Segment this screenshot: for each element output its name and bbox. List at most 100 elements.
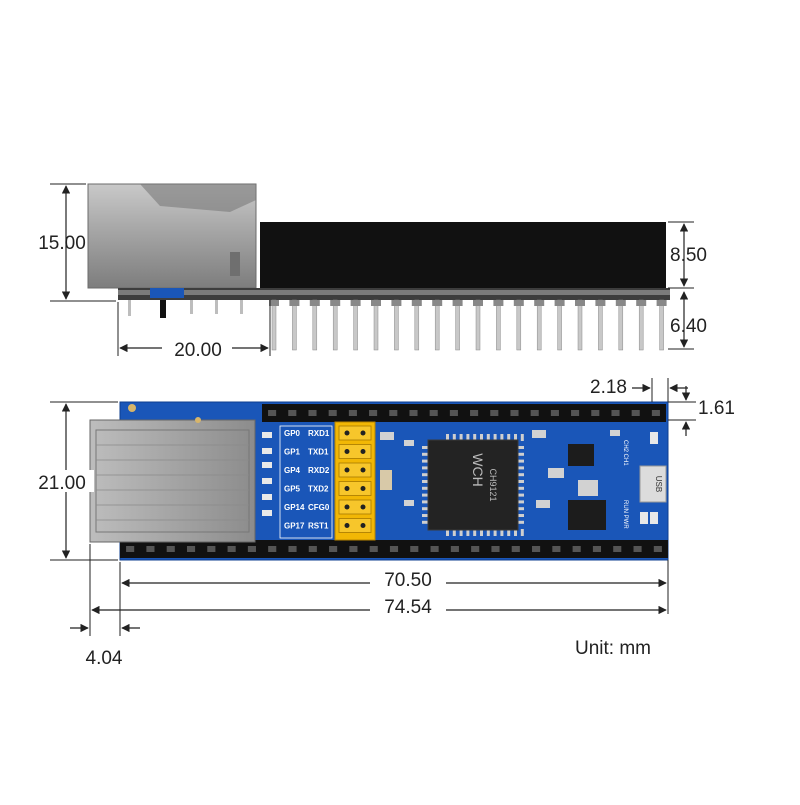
jumper-pin xyxy=(344,523,350,528)
header-pin-hole xyxy=(146,546,155,552)
dim-header-length: 70.50 xyxy=(384,570,432,591)
pin-signal-label: RXD1 xyxy=(308,429,330,438)
side-pin-bend xyxy=(513,300,524,306)
chip-pin xyxy=(517,486,524,490)
side-pin xyxy=(536,299,542,351)
side-pin xyxy=(312,299,318,351)
dim-pin-length: 6.40 xyxy=(670,316,707,337)
chip-pin xyxy=(517,452,524,456)
header-pin-hole xyxy=(552,546,561,552)
header-pin-hole xyxy=(450,546,459,552)
dim-board-width: 21.00 xyxy=(38,473,86,494)
side-pin xyxy=(455,299,460,351)
header-pin-hole xyxy=(227,546,236,552)
side-pin-bend xyxy=(391,300,402,306)
side-pin-header xyxy=(260,222,666,288)
header-pin-hole xyxy=(471,546,480,552)
header-pin-hole xyxy=(328,410,337,416)
chip-pin xyxy=(446,434,449,441)
header-pin-hole xyxy=(572,546,581,552)
dim-header-height: 8.50 xyxy=(670,245,707,266)
chip-pin xyxy=(520,529,524,536)
jumper-pin xyxy=(360,449,366,454)
pin-gp-label: GP17 xyxy=(284,522,305,531)
dim-side-height: 15.00 xyxy=(38,233,86,254)
chip-pin xyxy=(514,434,517,441)
header-pin-hole xyxy=(591,410,600,416)
header-pin-hole xyxy=(651,410,660,416)
rj45-connector xyxy=(89,419,256,543)
header-pin-hole xyxy=(389,546,399,552)
chip-pin xyxy=(422,473,429,477)
header-pin-hole xyxy=(532,546,541,552)
unit-label: Unit: mm xyxy=(575,638,651,659)
header-pin-hole xyxy=(490,410,499,416)
jumper-pin xyxy=(344,430,350,436)
side-pin-bend xyxy=(411,300,422,306)
chip-pin xyxy=(486,529,490,536)
side-pin-bend xyxy=(350,300,361,306)
header-pin-hole xyxy=(409,410,418,416)
pin-gp-label: GP0 xyxy=(284,429,301,438)
side-pin-bend xyxy=(330,300,341,306)
side-pin-bend xyxy=(432,300,443,306)
pin-gp-label: GP5 xyxy=(284,485,301,494)
side-pin xyxy=(475,299,481,351)
side-pin-bend xyxy=(309,300,320,306)
side-pin xyxy=(557,299,562,351)
header-pin-hole xyxy=(126,546,135,552)
pin-gp-label: GP1 xyxy=(284,448,301,457)
dim-rj45-overhang: 4.04 xyxy=(86,648,123,669)
pin-signal-label: TXD1 xyxy=(308,448,329,457)
chip-pin xyxy=(422,493,429,497)
chip-pin xyxy=(466,434,470,441)
side-pin xyxy=(434,299,440,351)
chip-pin xyxy=(517,514,524,517)
side-pin xyxy=(353,299,358,351)
chip-pin xyxy=(520,434,524,441)
header-pin-hole xyxy=(449,410,458,416)
header-pin-hole xyxy=(550,410,559,416)
header-pin-hole xyxy=(288,410,297,416)
chip-pin xyxy=(486,434,490,441)
side-pins xyxy=(269,299,667,351)
pin-signal-label: CFG0 xyxy=(308,503,330,512)
dim-board-length: 74.54 xyxy=(384,597,432,618)
jumper-cap xyxy=(338,425,372,441)
jumper-cap xyxy=(338,481,372,496)
chip-pin xyxy=(473,529,477,536)
jumper-cap xyxy=(338,462,372,478)
dim-rj45-offset: 20.00 xyxy=(174,340,222,361)
chip-pin xyxy=(517,493,524,497)
chip-pin xyxy=(517,473,524,477)
header-pin-hole xyxy=(369,410,378,416)
jumper-pin xyxy=(360,504,366,510)
side-pin-bend xyxy=(575,300,585,306)
header-pin-hole xyxy=(592,546,602,552)
chip-brand: WCH xyxy=(470,453,486,486)
side-pin xyxy=(618,299,624,351)
chip-pin xyxy=(517,480,524,483)
header-pin-hole xyxy=(430,546,439,552)
dim-header-spacing-b: 1.61 xyxy=(698,398,735,419)
header-pin-hole xyxy=(510,410,519,416)
chip-pin xyxy=(517,446,524,449)
header-pin-hole xyxy=(308,546,317,552)
header-pin-hole xyxy=(571,410,580,416)
chip-pin xyxy=(514,529,517,536)
chip-pin xyxy=(517,520,524,524)
chip-pin xyxy=(517,466,524,470)
chip-pin xyxy=(422,507,429,511)
pin-gp-label: GP14 xyxy=(284,503,305,512)
header-pin-hole xyxy=(429,410,438,416)
chip-pin xyxy=(517,500,524,504)
side-pin-bend xyxy=(636,300,647,306)
header-pin-hole xyxy=(631,410,640,416)
side-pin xyxy=(516,299,522,351)
header-pin-hole xyxy=(633,546,642,552)
side-pin-bend xyxy=(289,300,300,306)
chip-pin xyxy=(422,500,429,504)
header-pin-hole xyxy=(308,410,317,416)
chip-pin xyxy=(507,434,511,441)
